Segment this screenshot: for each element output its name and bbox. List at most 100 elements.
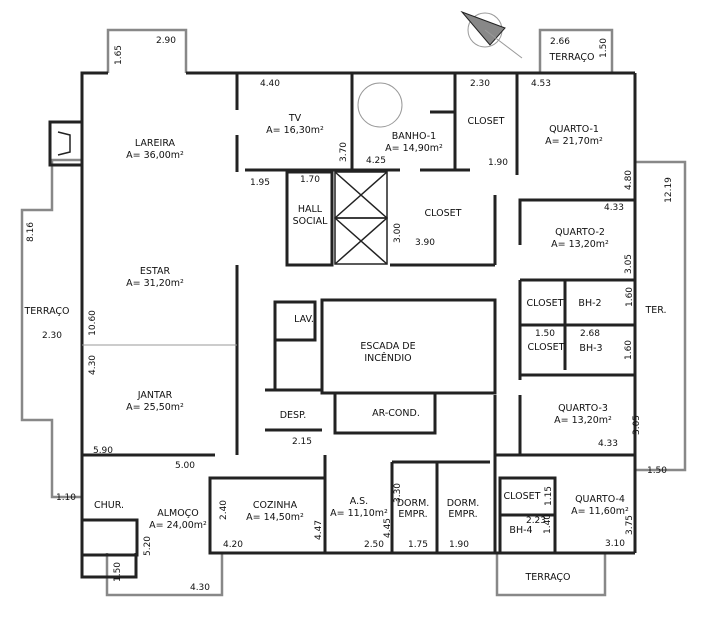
room-labels: LAREIRA A= 36,00m² TV A= 16,30m² BANHO-1… [23,52,666,583]
dimension: 4.33 [598,439,618,449]
dimension: 1.50 [599,38,609,58]
room-dorm1: DORM. [397,498,430,509]
dimension: 1.95 [250,178,270,188]
dimension: 1.50 [535,329,555,339]
dimension: 5.20 [143,536,153,556]
room-dorm2: DORM. [447,498,480,509]
dimension: 1.50 [113,562,123,582]
dimension: 12.19 [664,177,674,203]
room-ter-right: TER. [644,305,666,316]
room-lav: LAV. [294,314,314,325]
room-cozinha: COZINHA [253,500,298,511]
dimension: 2.30 [42,331,62,341]
dimension: 4.25 [366,156,386,166]
dimension: 4.20 [223,540,243,550]
room-chur: CHUR. [94,500,124,511]
dimension: 2.15 [292,437,312,447]
dimension: 5.00 [175,461,195,471]
dimension: 3.10 [605,539,625,549]
room-almoco: ALMOÇO [157,508,199,519]
room-almoco-area: A= 24,00m² [149,520,207,531]
room-as-area: A= 11,10m² [330,508,388,519]
dimension: 4.80 [624,170,634,190]
dimension: 2.90 [156,36,176,46]
room-cozinha-area: A= 14,50m² [246,512,304,523]
dimension: 10.60 [88,310,98,336]
dimension: 4.33 [604,203,624,213]
dimension: 1.70 [300,175,320,185]
dimension: 4.40 [260,79,280,89]
dimension: 1.90 [488,158,508,168]
dimension: 2.68 [580,329,600,339]
room-bh2: BH-2 [578,298,601,309]
dimension: 4.30 [88,355,98,375]
north-arrow-icon [460,10,523,59]
room-as: A.S. [350,496,368,507]
dimension: 1.75 [408,540,428,550]
dimension: 4.30 [190,583,210,593]
dimension: 1.60 [624,340,634,360]
room-estar: ESTAR [140,266,171,277]
room-dorm1-2: EMPR. [398,509,427,520]
dimension: 1.65 [114,45,124,65]
room-bh4: BH-4 [509,525,532,536]
dimension: 1.50 [647,466,667,476]
dimension: 3.05 [624,254,634,274]
room-escada-2: INCÊNDIO [364,352,411,364]
room-quarto4-area: A= 11,60m² [571,506,629,517]
room-terraco-top: TERRAÇO [548,52,594,63]
terrace-outlines [20,28,687,597]
dimension: 3.30 [393,483,403,503]
dimension-labels: 2.90 1.65 4.40 3.70 1.95 1.70 2.30 4.53 … [26,36,674,593]
dimension: 1.40 [543,514,553,534]
room-lareira: LAREIRA [135,138,176,149]
room-quarto1: QUARTO-1 [549,124,599,135]
room-quarto3: QUARTO-3 [558,403,608,414]
room-tv: TV [288,113,302,124]
room-closet-master: CLOSET [425,208,462,219]
room-quarto2: QUARTO-2 [555,227,605,238]
walls [48,71,637,579]
dimension: 1.60 [625,287,635,307]
room-closet-q3: CLOSET [528,342,565,353]
room-dorm2-2: EMPR. [448,509,477,520]
dimension: 2.30 [470,79,490,89]
dimension: 1.90 [449,540,469,550]
room-hall: HALL [298,204,323,215]
room-jantar-area: A= 25,50m² [126,402,184,413]
dimension: 5.90 [93,446,113,456]
room-quarto3-area: A= 13,20m² [554,415,612,426]
dimension: 3.05 [632,415,642,435]
room-closet-q1: CLOSET [468,116,505,127]
dimension: 3.70 [339,142,349,162]
room-hall-2: SOCIAL [293,216,328,227]
dimension: 1.10 [56,493,76,503]
dimension: 4.47 [314,520,324,540]
room-quarto4: QUARTO-4 [575,494,625,505]
room-estar-area: A= 31,20m² [126,278,184,289]
room-escada: ESCADA DE [360,341,415,352]
dimension: 3.75 [625,515,635,535]
dimension: 3.00 [393,223,403,243]
dimension: 3.90 [415,238,435,248]
dimension: 1.15 [544,486,554,506]
dimension: 8.16 [26,222,36,242]
room-jantar: JANTAR [137,390,173,401]
room-desp: DESP. [280,410,307,421]
room-banho1: BANHO-1 [392,131,436,142]
room-terraco-bottom: TERRAÇO [524,572,570,583]
dimension: 2.66 [550,37,570,47]
room-terraco-left: TERRAÇO [23,306,69,317]
dimension: 2.40 [219,500,229,520]
dimension: 2.23 [526,516,546,526]
room-lareira-area: A= 36,00m² [126,150,184,161]
room-tv-area: A= 16,30m² [266,125,324,136]
dimension: 2.50 [364,540,384,550]
room-banho1-area: A= 14,90m² [385,143,443,154]
room-quarto2-area: A= 13,20m² [551,239,609,250]
room-bh3: BH-3 [579,343,602,354]
dimension: 4.45 [383,518,393,538]
room-closet-q4: CLOSET [504,491,541,502]
room-closet-q2: CLOSET [527,298,564,309]
